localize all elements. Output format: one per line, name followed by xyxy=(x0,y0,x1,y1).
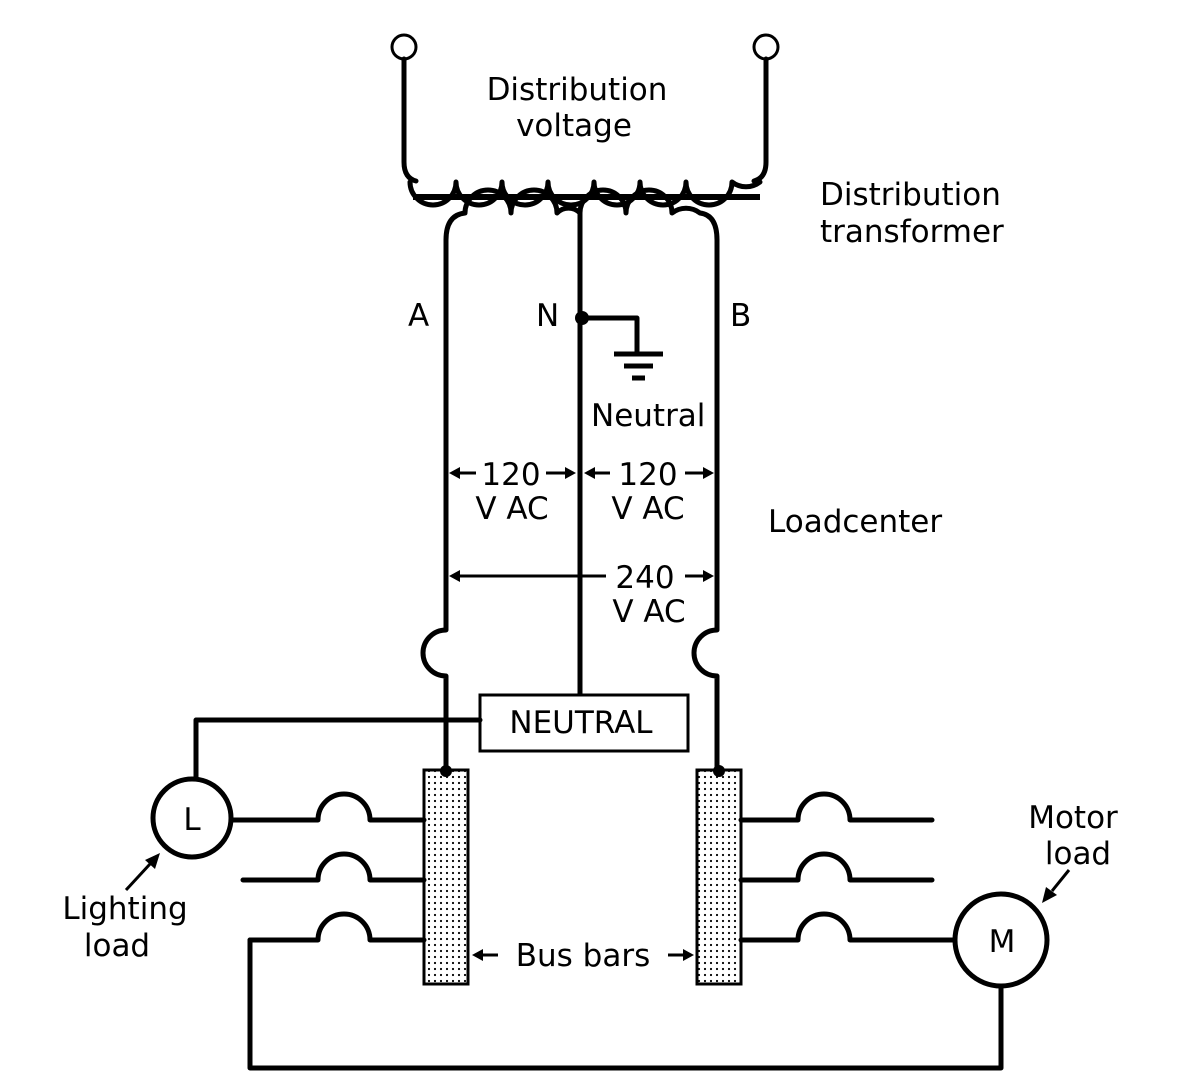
loadcenter-label: Loadcenter xyxy=(768,504,942,540)
bus-a-junction xyxy=(440,765,452,777)
motor-load-symbol xyxy=(952,891,1050,989)
v120-left-value: 120 xyxy=(481,457,540,493)
ground-icon xyxy=(614,351,663,381)
leg-b-label: B xyxy=(730,298,751,334)
lighting-symbol-letter: L xyxy=(183,802,201,838)
lighting-load-symbol xyxy=(150,776,234,860)
v240-unit: V AC xyxy=(612,594,685,630)
bus-bars-label: Bus bars xyxy=(516,938,651,974)
dimension-120-left xyxy=(449,467,576,479)
motor-load-leader xyxy=(1042,869,1071,903)
neutral-bar-label: NEUTRAL xyxy=(509,705,653,741)
breaker-b1 xyxy=(738,791,935,823)
distribution-voltage-label: Distribution xyxy=(487,72,668,108)
lighting-load-leader xyxy=(124,853,160,892)
primary-terminal-right xyxy=(752,33,780,61)
bus-b-junction xyxy=(713,765,725,777)
primary-terminal-left xyxy=(390,33,418,61)
neutral-bar xyxy=(478,693,690,753)
distribution-transformer-label: Distribution xyxy=(820,177,1001,213)
primary-lead-left xyxy=(401,56,419,184)
breaker-b2 xyxy=(738,851,935,883)
breaker-a1 xyxy=(228,791,427,823)
v120-left-unit: V AC xyxy=(475,491,548,527)
lighting-load-label: Lighting xyxy=(62,891,187,927)
v120-right-value: 120 xyxy=(618,457,677,493)
leg-a-label: A xyxy=(408,298,429,334)
v240-value: 240 xyxy=(615,560,674,596)
breaker-b3 xyxy=(738,911,958,943)
leg-n-label: N xyxy=(536,298,559,334)
neutral-label: Neutral xyxy=(591,398,705,434)
bus-bar-b xyxy=(695,768,743,986)
breaker-a2 xyxy=(240,851,427,883)
bus-bar-a xyxy=(422,768,470,986)
lighting-neutral-wire xyxy=(193,717,483,783)
v120-right-unit: V AC xyxy=(611,491,684,527)
leg-b-wire xyxy=(691,237,720,773)
ground-wire xyxy=(579,315,640,355)
motor-symbol-letter: M xyxy=(989,924,1016,960)
dimension-240 xyxy=(449,570,714,582)
breaker-a3 xyxy=(247,911,427,943)
motor-load-label: Motor xyxy=(1028,800,1118,836)
leg-a-wire xyxy=(420,237,449,773)
primary-lead-right xyxy=(751,56,769,184)
dimension-120-right xyxy=(584,467,714,479)
bus-bars-arrows xyxy=(472,949,694,961)
motor-return-wire xyxy=(247,937,1004,1071)
motor-load-label-2: load xyxy=(1045,836,1111,872)
distribution-transformer-label-2: transformer xyxy=(820,214,1004,250)
lighting-load-label-2: load xyxy=(84,928,150,964)
distribution-voltage-label-2: voltage xyxy=(516,108,632,144)
